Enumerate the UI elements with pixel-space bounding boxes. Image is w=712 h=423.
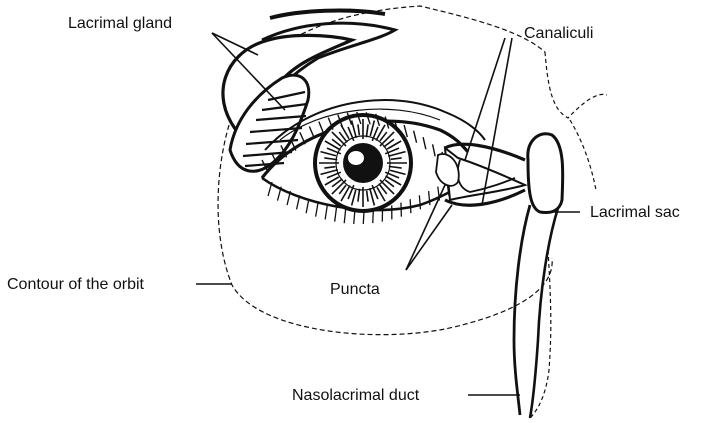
nasolacrimal-duct-left-wall (514, 205, 530, 415)
eyelash (363, 210, 364, 224)
brow-edge (270, 11, 385, 18)
label-nasolacrimal-duct: Nasolacrimal duct (292, 387, 420, 404)
eyelash (433, 144, 436, 156)
eyelash (419, 195, 420, 209)
label-lacrimal-gland: Lacrimal gland (68, 15, 172, 32)
eyelash (414, 131, 417, 143)
label-lacrimal-sac: Lacrimal sac (590, 204, 680, 221)
eyelash (423, 137, 426, 149)
eyelash (325, 205, 327, 219)
eyelash (404, 125, 407, 137)
label-canaliculi: Canaliculi (524, 25, 593, 42)
nasolacrimal-duct-right-wall (530, 208, 558, 418)
eyelash (316, 203, 318, 217)
pupil (343, 143, 383, 183)
eyelash (306, 199, 309, 213)
pupil-highlight (348, 151, 364, 165)
eyelash (410, 199, 411, 213)
label-puncta: Puncta (330, 281, 380, 298)
eyelash (335, 208, 337, 222)
eyelash (319, 122, 324, 134)
eyelash (373, 209, 374, 223)
label-contour-of-orbit: Contour of the orbit (7, 276, 145, 293)
eyelash (344, 209, 345, 223)
lacrimal-sac (528, 134, 563, 213)
